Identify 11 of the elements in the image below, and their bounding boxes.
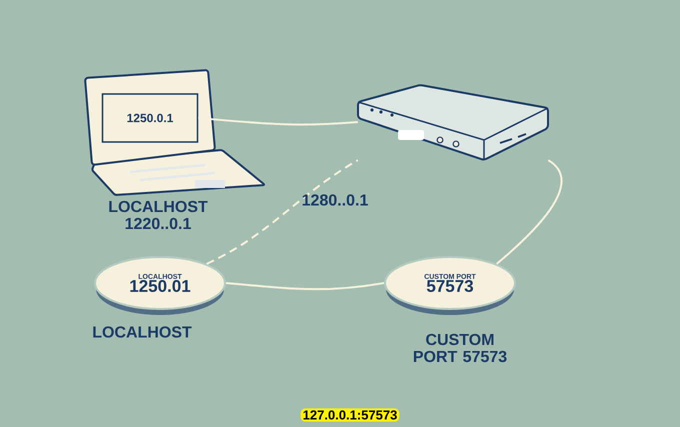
connector-line <box>226 282 384 290</box>
connector-line <box>206 159 358 265</box>
node-caption: CUSTOM PORT 57573 <box>414 334 507 362</box>
laptop-drawing: 1250.0.1 <box>84 69 265 196</box>
connector-line <box>496 159 562 265</box>
picture <box>357 84 549 161</box>
node-caption: LOCALHOST 1220..0.1 <box>109 200 208 230</box>
address-text: 1280..0.1 <box>302 194 368 206</box>
address-badge: 127.0.0.1:57573 <box>300 408 400 422</box>
connector-line <box>198 117 358 126</box>
node-caption: LOCALHOST <box>93 326 192 338</box>
